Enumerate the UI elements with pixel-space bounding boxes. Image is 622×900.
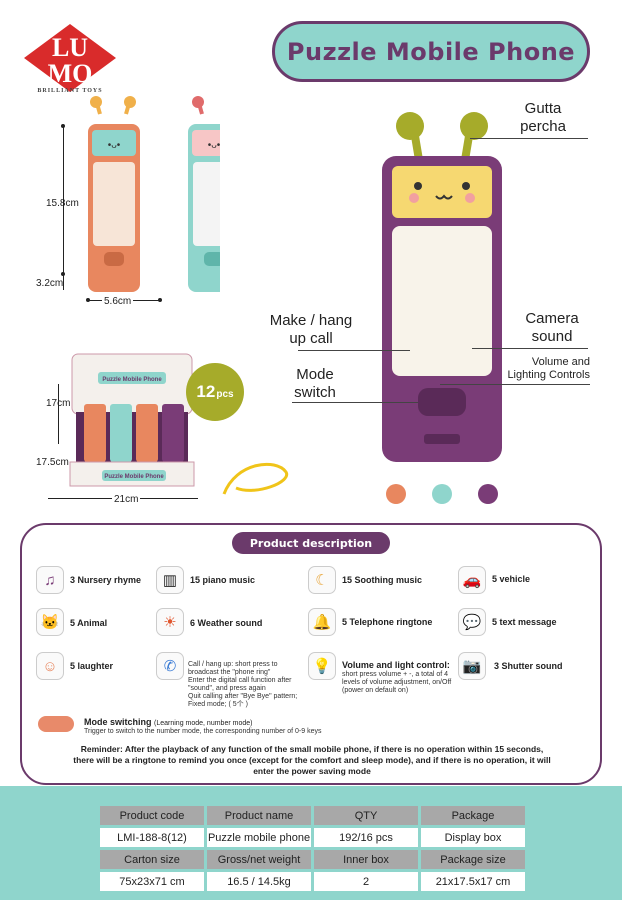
feature-animal: 5 Animal [70, 618, 108, 628]
swatch-teal [432, 484, 452, 504]
spec-header: Inner box [314, 850, 418, 869]
spec-header: Package size [421, 850, 525, 869]
gutta-percha-label: Gutta percha [520, 100, 566, 135]
spec-header-row: Product code Product name QTY Package [100, 806, 525, 825]
spec-value-row: 75x23x71 cm 16.5 / 14.5kg 2 21x17.5x17 c… [100, 872, 525, 891]
music-note-icon: ♫ [36, 566, 64, 594]
small-phones-image: •ᴗ• •ᴗ• [88, 96, 220, 292]
feature-call-hangup: Call / hang up: short press to broadcast… [188, 661, 298, 708]
feature-piano-music: 15 piano music [190, 575, 256, 585]
box-width-label: 21cm [112, 494, 141, 505]
spec-header: Product name [207, 806, 311, 825]
lumo-logo: LU MO [24, 24, 116, 92]
spec-header: QTY [314, 806, 418, 825]
svg-text:•ᴗ•: •ᴗ• [108, 140, 121, 151]
brand-tagline: BRILLIANT TOYS [37, 88, 103, 94]
camera-icon: 📷 [458, 652, 486, 680]
spec-table: Product code Product name QTY Package LM… [97, 803, 528, 894]
product-title: Puzzle Mobile Phone [286, 37, 576, 66]
spec-value: Puzzle mobile phone [207, 828, 311, 847]
make-hang-label: Make / hang up call [269, 312, 353, 347]
animal-icon: 🐱 [36, 608, 64, 636]
badge-unit: pcs [216, 388, 234, 400]
swatch-orange [386, 484, 406, 504]
feature-vehicle: 5 vehicle [492, 574, 531, 584]
badge-number: 12 [196, 382, 216, 401]
svg-text:LU: LU [52, 33, 88, 62]
moon-icon: ☾ [308, 566, 336, 594]
vehicle-icon: 🚗 [458, 566, 486, 594]
feature-laughter: 5 laughter [70, 661, 114, 671]
feature-soothing-music: 15 Soothing music [342, 575, 423, 585]
mode-switching-note: (Learning mode, number mode) [154, 720, 253, 727]
camera-sound-label: Camera sound [525, 310, 579, 345]
spec-value: 21x17.5x17 cm [421, 872, 525, 891]
spec-value: 192/16 pcs [314, 828, 418, 847]
message-icon: 💬 [458, 608, 486, 636]
box-depth-label: 17.5cm [36, 457, 69, 468]
height-dimension-line [63, 126, 64, 274]
piano-icon: ▥ [156, 566, 184, 594]
spec-value: 16.5 / 14.5kg [207, 872, 311, 891]
svg-text:Puzzle Mobile Phone: Puzzle Mobile Phone [102, 377, 162, 383]
bulb-icon: 💡 [308, 652, 336, 680]
feature-nursery-rhyme: 3 Nursery rhyme [70, 575, 142, 585]
feature-telephone-ringtone: 5 Telephone ringtone [342, 617, 433, 627]
box-height-label: 17cm [46, 398, 71, 409]
feature-text-message: 5 text message [492, 617, 557, 627]
spec-header-row: Carton size Gross/net weight Inner box P… [100, 850, 525, 869]
mode-switching-detail: Trigger to switch to the number mode, th… [84, 728, 322, 735]
spec-header: Product code [100, 806, 204, 825]
spec-header: Package [421, 806, 525, 825]
spec-value-row: LMI-188-8(12) Puzzle mobile phone 192/16… [100, 828, 525, 847]
spec-value: 2 [314, 872, 418, 891]
reminder-text: Reminder: After the playback of any func… [73, 744, 551, 776]
svg-text:Puzzle Mobile Phone: Puzzle Mobile Phone [104, 474, 164, 480]
product-title-pill: Puzzle Mobile Phone [272, 21, 590, 82]
feature-weather-sound: 6 Weather sound [190, 618, 263, 628]
feature-volume-light: Volume and light control: [342, 660, 450, 670]
feature-volume-light-detail: short press volume + -, a total of 4 lev… [342, 671, 452, 694]
svg-text:MO: MO [48, 59, 93, 88]
spec-header: Gross/net weight [207, 850, 311, 869]
mode-switching-label: Mode switching (Learning mode, number mo… [84, 717, 253, 727]
purple-phone-image [382, 112, 502, 462]
feature-shutter-sound: 3 Shutter sound [494, 661, 563, 671]
lanyard-image [222, 462, 289, 495]
svg-text:•ᴗ•: •ᴗ• [208, 140, 220, 151]
product-description-title: Product description [232, 532, 390, 554]
spec-value: Display box [421, 828, 525, 847]
quantity-badge: 12 pcs [186, 363, 244, 421]
width-dimension-label: 5.6cm [102, 296, 134, 307]
laughter-icon: ☺ [36, 652, 64, 680]
sun-icon: ☀ [156, 608, 184, 636]
base-dimension-label: 3.2cm [36, 278, 64, 289]
swatch-purple [478, 484, 498, 504]
phone-icon: ✆ [156, 652, 184, 680]
display-box-image: Puzzle Mobile Phone Puzzle Mobile Phone [69, 353, 195, 487]
spec-value: LMI-188-8(12) [100, 828, 204, 847]
mode-switch-label: Mode switch [294, 366, 336, 401]
volume-label: Volume and Lighting Controls [507, 356, 590, 381]
spec-header: Carton size [100, 850, 204, 869]
mode-switch-swatch [38, 716, 74, 732]
spec-value: 75x23x71 cm [100, 872, 204, 891]
ringtone-icon: 🔔 [308, 608, 336, 636]
height-dimension-label: 15.8cm [46, 198, 79, 209]
